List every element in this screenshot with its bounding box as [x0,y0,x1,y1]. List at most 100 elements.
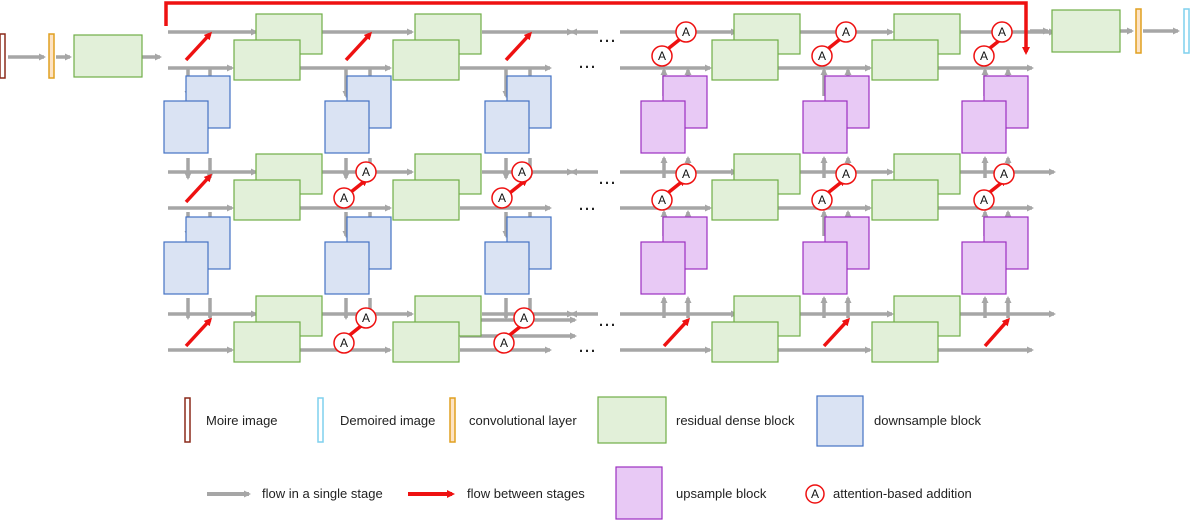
attention-symbol: A [980,49,988,63]
red-flow-arrow [822,317,851,348]
residual-dense-block [233,179,301,221]
attention-addition-icon [973,189,995,211]
legend-residual-icon [597,396,667,444]
downsample-block [484,241,530,295]
attention-symbol: A [980,193,988,207]
ellipsis: … [578,52,596,73]
attention-symbol: A [340,336,348,350]
attention-symbol: A [362,165,370,179]
upsample-block [802,100,848,154]
legend-attention-symbol: A [811,487,819,501]
attention-symbol: A [842,167,850,181]
legend-demoired-label: Demoired image [340,413,435,428]
legend-down-label: downsample block [874,413,981,428]
global-skip-arrow [164,1,1030,55]
attention-symbol: A [658,49,666,63]
attention-addition-icon [651,189,673,211]
legend-down-icon [816,395,864,447]
legend-flow-single-label: flow in a single stage [262,486,383,501]
legend-demoired-icon [317,397,324,443]
legend-residual-label: residual dense block [676,413,795,428]
red-flow-arrow [504,31,533,62]
ellipsis: … [598,26,616,47]
attention-addition-icon [973,45,995,67]
demoired-image [1183,8,1190,54]
attention-symbol: A [518,165,526,179]
residual-dense-block [711,179,779,221]
upsample-block [640,241,686,295]
attention-addition-icon [333,332,355,354]
red-flow-arrow [184,31,213,62]
red-flow-arrow [662,317,691,348]
residual-dense-block [73,34,143,78]
attention-addition-icon [651,45,673,67]
legend: Moire image Demoired image convolutional… [184,395,981,520]
attention-addition-icon [811,45,833,67]
attention-addition-icon [991,21,1013,43]
attention-symbol: A [1000,167,1008,181]
attention-symbol: A [362,311,370,325]
downsample-block [324,100,370,154]
red-flow-arrow [184,173,213,204]
red-flow-arrow [983,317,1010,348]
text-layer: ……………… [578,26,616,357]
attention-addition-icon [675,163,697,185]
attention-addition-icon [355,161,377,183]
attention-addition-icon [333,187,355,209]
moire-image [0,33,6,79]
upsample-block [961,100,1007,154]
legend-moire-label: Moire image [206,413,278,428]
upsample-block [640,100,686,154]
legend-attention-icon [805,484,825,504]
legend-attention-label: attention-based addition [833,486,972,501]
residual-dense-block [392,179,460,221]
attention-symbol: A [842,25,850,39]
residual-dense-block [392,39,460,81]
blocks-layer [0,8,1190,363]
attention-symbol: A [818,49,826,63]
attention-symbol: A [498,191,506,205]
residual-dense-block [711,321,779,363]
ellipsis: … [598,168,616,189]
residual-dense-block [233,321,301,363]
attention-addition-icon [513,307,535,329]
red-flow-arrow [184,317,213,348]
legend-conv-icon [449,397,456,443]
attention-symbol: A [658,193,666,207]
attention-addition-icon [511,161,533,183]
attention-symbol: A [500,336,508,350]
legend-up-icon [615,466,663,520]
upsample-block [961,241,1007,295]
residual-dense-block [711,39,779,81]
upsample-block [802,241,848,295]
ellipsis: … [578,194,596,215]
conv-layer [48,33,55,79]
downsample-block [163,241,209,295]
legend-up-label: upsample block [676,486,767,501]
downsample-block [163,100,209,154]
attention-addition-icon [355,307,377,329]
attention-addition-icon [493,332,515,354]
downsample-block [484,100,530,154]
legend-moire-icon [184,397,191,443]
attention-addition-icon [491,187,513,209]
residual-dense-block [1051,9,1121,53]
attention-symbol: A [998,25,1006,39]
residual-dense-block [871,179,939,221]
residual-dense-block [392,321,460,363]
ellipsis: … [598,310,616,331]
conv-layer [1135,8,1142,54]
residual-dense-block [233,39,301,81]
attention-addition-icon [811,189,833,211]
attention-addition-icon [675,21,697,43]
legend-flow-between-label: flow between stages [467,486,585,501]
attention-addition-icon [835,163,857,185]
legend-conv-label: convolutional layer [469,413,577,428]
red-flow-arrow [344,31,373,62]
residual-dense-block [871,39,939,81]
attention-addition-icon [835,21,857,43]
attention-symbol: A [682,167,690,181]
attention-addition-icon [993,163,1015,185]
attention-symbol: A [520,311,528,325]
